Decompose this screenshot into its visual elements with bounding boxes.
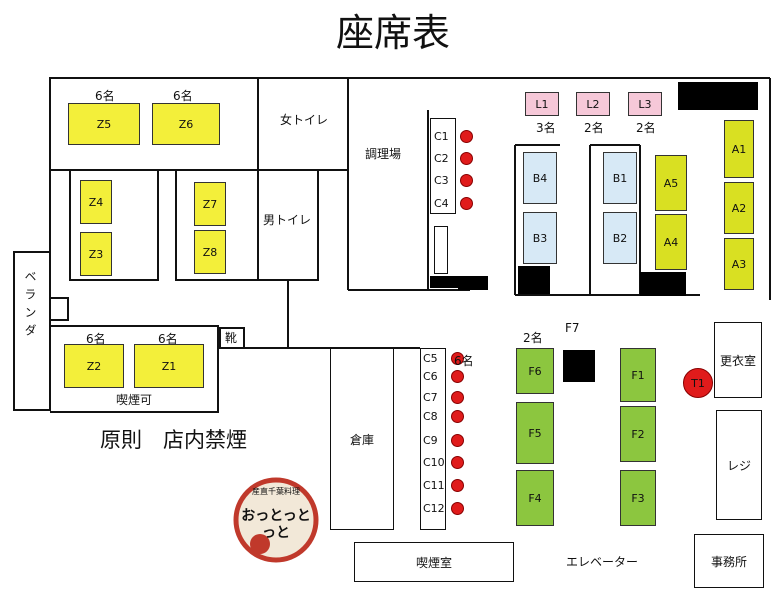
table-a2[interactable]: A2 [724,182,754,234]
shoes-label: 靴 [225,331,238,345]
b-block [518,266,550,294]
z5-capacity: 6名 [95,89,115,103]
counter-seat-c12[interactable] [451,502,464,515]
l1-capacity: 3名 [536,121,556,135]
table-f7[interactable] [563,350,595,382]
counter-seat-c8[interactable] [451,410,464,423]
table-b2[interactable]: B2 [603,212,637,264]
counter-seat-c4[interactable] [460,197,473,210]
table-z1[interactable]: Z1 [134,344,204,388]
table-f4[interactable]: F4 [516,470,554,526]
counter-seat-label: C1 [434,130,449,143]
a-block [640,272,686,296]
table-l2[interactable]: L2 [576,92,610,116]
table-a3[interactable]: A3 [724,238,754,290]
table-z2[interactable]: Z2 [64,344,124,388]
table-a1[interactable]: A1 [724,120,754,178]
counter-top [430,118,456,214]
table-z7[interactable]: Z7 [194,182,226,226]
z2-capacity: 6名 [86,332,106,346]
z6-capacity: 6名 [173,89,193,103]
table-z5[interactable]: Z5 [68,103,140,145]
f6-capacity: 2名 [523,331,543,345]
no-smoking-policy: 原則 店内禁煙 [100,428,247,452]
counter-seat-c9[interactable] [451,434,464,447]
table-f3[interactable]: F3 [620,470,656,526]
womens-toilet-label: 女トイレ [280,113,329,127]
table-f6[interactable]: F6 [516,348,554,394]
office-label: 事務所 [710,554,747,569]
counter-seat-c1[interactable] [460,130,473,143]
counter-seat-label: C10 [423,456,445,469]
table-l3[interactable]: L3 [628,92,662,116]
counter-seat-label: C9 [423,434,438,447]
counter-seat-c2[interactable] [460,152,473,165]
office: 事務所 [694,534,764,588]
logo-main-text: おっとっとっと [241,508,311,541]
register-label: レジ [726,458,751,473]
smoking-room: 喫煙室 [354,542,514,582]
table-f5[interactable]: F5 [516,402,554,464]
elevator-label: エレベーター [566,555,639,569]
counter-seat-c10[interactable] [451,456,464,469]
table-t1[interactable]: T1 [683,368,713,398]
counter-seat-c7[interactable] [451,391,464,404]
veranda-label: ベランダ [23,270,37,342]
storage-label: 倉庫 [349,432,374,447]
counter-seat-label: C11 [423,479,445,492]
smoking-room-label: 喫煙室 [415,555,452,570]
kitchen-block-2 [458,276,488,290]
counter-seat-label: C4 [434,197,449,210]
table-b1[interactable]: B1 [603,152,637,204]
counter-seat-c6[interactable] [451,370,464,383]
c-capacity: 6名 [454,354,474,368]
kitchen-label: 調理場 [365,147,402,161]
restaurant-logo: 産直千葉料理 おっとっとっと [230,474,322,566]
storage-room: 倉庫 [330,348,394,530]
counter-bottom [420,348,446,530]
table-z6[interactable]: Z6 [152,103,220,145]
table-z4[interactable]: Z4 [80,180,112,224]
z1-capacity: 6名 [158,332,178,346]
logo-top-text: 産直千葉料理 [252,487,300,496]
counter-seat-label: C3 [434,174,449,187]
l2-capacity: 2名 [584,121,604,135]
l3-capacity: 2名 [636,121,656,135]
table-f1[interactable]: F1 [620,348,656,402]
counter-seat-label: C7 [423,391,438,404]
counter-seat-label: C8 [423,410,438,423]
counter-seat-label: C5 [423,352,438,365]
table-a4[interactable]: A4 [655,214,687,270]
page-title: 座席表 [336,11,451,55]
table-f2[interactable]: F2 [620,406,656,462]
counter-seat-c11[interactable] [451,479,464,492]
counter-top-inner [434,226,448,274]
table-l1[interactable]: L1 [525,92,559,116]
table-z8[interactable]: Z8 [194,230,226,274]
counter-seat-c3[interactable] [460,174,473,187]
counter-seat-label: C6 [423,370,438,383]
top-right-block [678,82,758,110]
register: レジ [716,410,762,520]
locker-room-label: 更衣室 [719,353,756,368]
counter-seat-label: C2 [434,152,449,165]
table-a5[interactable]: A5 [655,155,687,211]
counter-seat-c5[interactable] [451,352,464,365]
table-z3[interactable]: Z3 [80,232,112,276]
kitchen-block [430,276,460,288]
counter-seat-label: C12 [423,502,445,515]
f7-label: F7 [565,321,580,335]
t1-label: T1 [691,376,705,390]
locker-room: 更衣室 [714,322,762,398]
mens-toilet-label: 男トイレ [263,213,312,227]
table-b4[interactable]: B4 [523,152,557,204]
table-b3[interactable]: B3 [523,212,557,264]
smoking-allowed-note: 喫煙可 [116,393,153,407]
